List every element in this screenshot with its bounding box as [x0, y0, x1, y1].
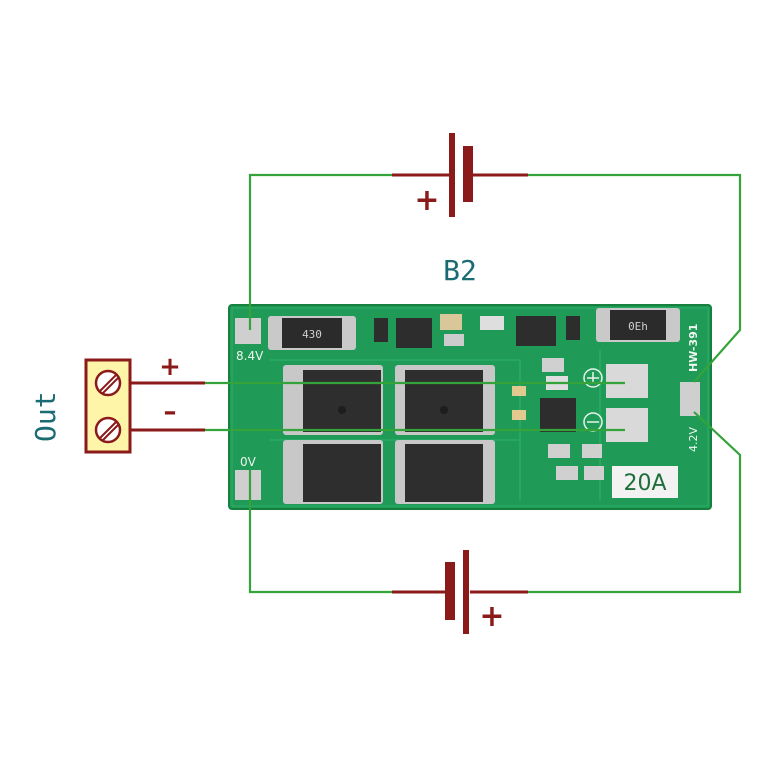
battery-bottom-polarity: +: [479, 599, 504, 634]
pad-negative: [606, 408, 648, 442]
smd-cap: [440, 314, 462, 330]
battery-bottom: +: [392, 550, 528, 634]
screw-plus-slot: [102, 377, 119, 394]
pcb-board: 430 0Eh: [228, 304, 712, 510]
smd-part: [374, 318, 388, 342]
pad-top-left-label: 8.4V: [236, 349, 264, 363]
mosfet-dot: [440, 406, 448, 414]
smd-cap: [512, 410, 526, 420]
smd-resistor: [548, 444, 570, 458]
sot-chip: [396, 318, 432, 348]
pad-right-label: 4.2V: [687, 427, 700, 452]
smd-resistor: [556, 466, 578, 480]
pad-bottom-left-label: 0V: [240, 455, 257, 469]
resistor-left: 430: [268, 316, 356, 350]
smd-resistor: [480, 316, 504, 330]
battery-top-polarity: +: [414, 183, 439, 218]
pad-positive: [606, 364, 648, 398]
resistor-left-body: [282, 318, 342, 348]
mosfet-dot: [338, 406, 346, 414]
smd-top-row: [374, 314, 580, 348]
smd-resistor: [582, 444, 602, 458]
wiring: [205, 173, 742, 594]
battery-top-label: B2: [443, 254, 477, 287]
pad-8v4: [235, 318, 261, 344]
battery-bottom-plate-long: [463, 550, 469, 634]
resistor-left-code: 430: [302, 328, 322, 341]
pad-4v2: [680, 382, 700, 416]
resistor-right: 0Eh: [596, 308, 680, 342]
output-label: Out: [29, 391, 62, 442]
output-plus-label: +: [159, 352, 181, 382]
mosfet-4: [405, 444, 483, 502]
pad-0v: [235, 470, 261, 500]
battery-top-plate-short: [463, 146, 473, 202]
smd-cap: [512, 386, 526, 396]
battery-bottom-plate-short: [445, 562, 455, 620]
plus-marker: [583, 368, 603, 388]
screw-minus-slot: [99, 421, 117, 439]
wire-bottom-left: [248, 470, 392, 594]
battery-top: + B2: [392, 133, 528, 287]
screw-minus-slot: [102, 424, 119, 441]
wire-bottom-right: [528, 411, 742, 594]
protection-ic-area: [512, 358, 604, 480]
rating-box: [612, 466, 678, 498]
mosfet-3: [303, 444, 381, 502]
resistor-right-body: [610, 310, 666, 340]
mosfet-1: [303, 370, 381, 432]
battery-top-plate-long: [449, 133, 455, 217]
smd-resistor: [584, 466, 604, 480]
smd-resistor: [444, 334, 464, 346]
sot-chip: [516, 316, 556, 346]
protection-ic: [540, 398, 576, 432]
output-minus-label: –: [164, 397, 177, 427]
output-terminal: + – Out: [29, 352, 205, 454]
wire-top-left: [248, 173, 392, 330]
smd-part: [566, 316, 580, 340]
wire-top-right: [528, 173, 742, 383]
pcb-traces: [270, 350, 601, 500]
pcb-edge: [231, 307, 709, 507]
screw-plus-slot: [99, 374, 117, 392]
smd-resistor: [542, 358, 564, 372]
resistor-right-code: 0Eh: [628, 320, 648, 333]
mosfet-2: [405, 370, 483, 432]
board-rating: 20A: [623, 471, 666, 496]
board-model: HW-391: [687, 324, 700, 372]
